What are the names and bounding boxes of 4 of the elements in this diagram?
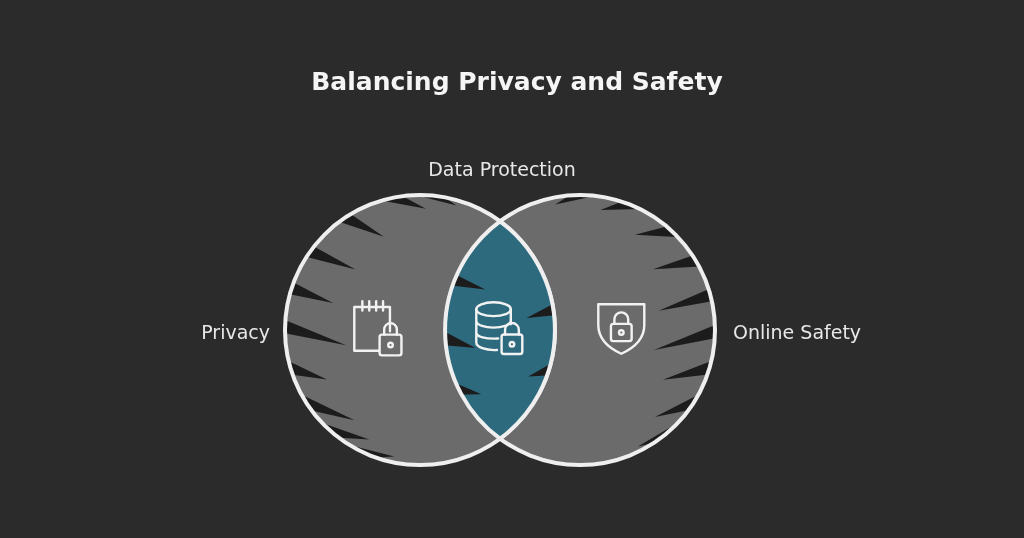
diagram-title: Balancing Privacy and Safety: [311, 66, 723, 98]
venn-label: Online Safety: [733, 320, 862, 344]
venn-label: Data Protection: [428, 157, 576, 181]
venn-label: Privacy: [201, 320, 270, 344]
